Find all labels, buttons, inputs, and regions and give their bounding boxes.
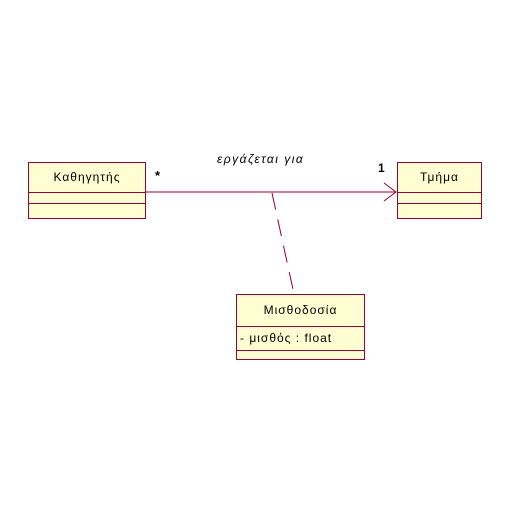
attribute-salary: - μισθός : float — [240, 331, 333, 345]
attributes-compartment — [29, 193, 145, 204]
attributes-compartment — [398, 193, 481, 204]
operations-compartment — [398, 204, 481, 218]
association-name-label: εργάζεται για — [217, 152, 305, 166]
association-class-link[interactable] — [271, 192, 295, 295]
operations-compartment — [29, 204, 145, 218]
association-class-misthodosia[interactable]: Μισθοδοσία - μισθός : float — [236, 294, 365, 360]
class-name: Καθηγητής — [29, 163, 145, 193]
class-tmima[interactable]: Τμήμα — [397, 162, 482, 219]
operations-compartment — [237, 351, 364, 359]
attributes-compartment: - μισθός : float — [237, 327, 364, 351]
navigability-arrowhead — [383, 182, 397, 202]
source-multiplicity-label: * — [155, 168, 161, 183]
class-name: Μισθοδοσία — [237, 295, 364, 327]
class-name: Τμήμα — [398, 163, 481, 193]
target-multiplicity-label: 1 — [378, 161, 385, 175]
class-kathigitis[interactable]: Καθηγητής — [28, 162, 146, 219]
